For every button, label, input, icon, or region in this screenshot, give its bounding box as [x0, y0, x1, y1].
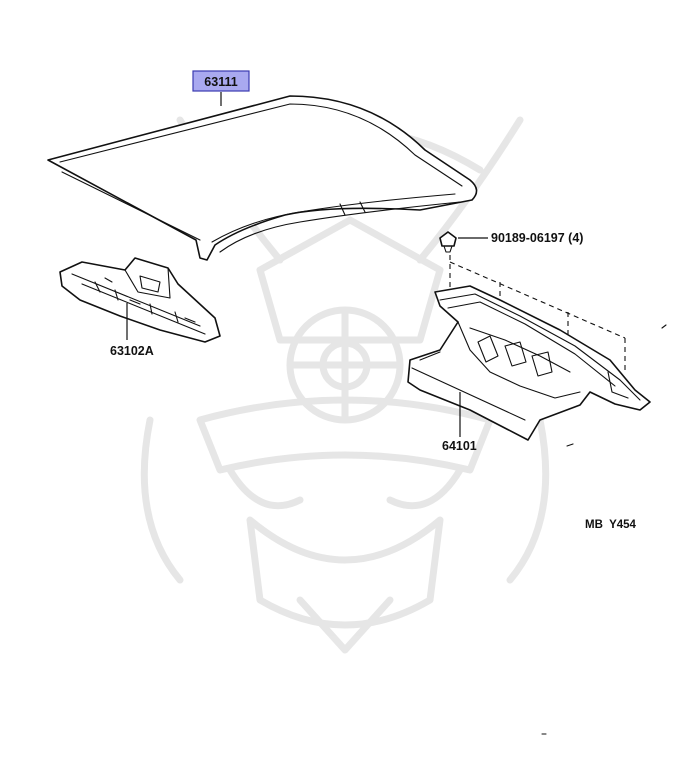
- stray-marks: [541, 324, 667, 735]
- callout-clip[interactable]: 90189-06197 (4): [491, 231, 583, 245]
- front-panel-drawing: [59, 257, 221, 343]
- roof-panel-drawing: [47, 95, 478, 261]
- leader-lines: [126, 92, 488, 437]
- clip-drawing: [439, 231, 457, 253]
- callout-highlight-box: [192, 70, 250, 92]
- callout-label-front-panel: 63102A: [110, 344, 154, 358]
- diagram-reference-code: MB Y454: [585, 519, 637, 531]
- callout-label-rear-panel: 64101: [442, 439, 477, 453]
- clip-installation-lines: [449, 255, 626, 372]
- rear-panel-drawing: [407, 285, 651, 441]
- callout-roof-panel[interactable]: 63111: [192, 70, 250, 92]
- callout-rear-panel[interactable]: 64101: [442, 439, 477, 453]
- callout-label-clip: 90189-06197 (4): [491, 231, 583, 245]
- callout-front-panel[interactable]: 63102A: [110, 344, 154, 358]
- callout-label-roof-panel: 63111: [204, 75, 237, 89]
